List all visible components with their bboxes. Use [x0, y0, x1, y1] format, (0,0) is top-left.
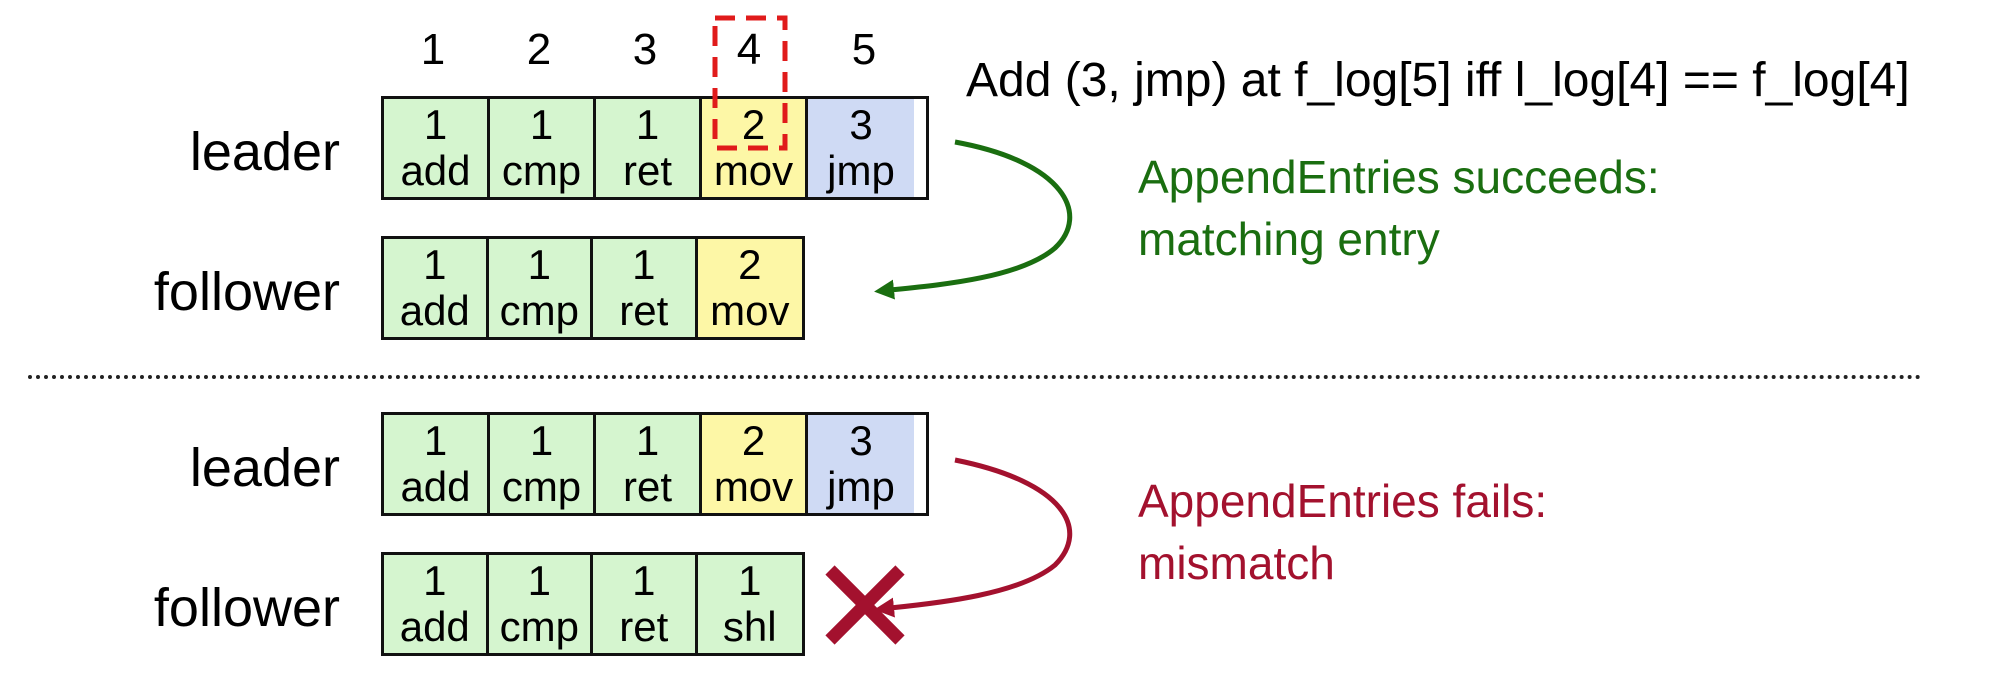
follower-label-bottom: follower: [153, 578, 340, 638]
entry-command: ret: [622, 147, 672, 194]
entry-command: jmp: [827, 463, 895, 510]
entry-command: mov: [713, 463, 794, 510]
entry-term: 1: [527, 557, 551, 604]
index-label-2: 2: [526, 25, 552, 74]
entry-term: 1: [738, 557, 762, 604]
index-4-highlight-box: [712, 15, 788, 151]
follower-label-top: follower: [153, 262, 340, 322]
entry-term: 1: [529, 417, 554, 464]
fail-caption-line1: AppendEntries fails:: [1138, 475, 1548, 527]
success-caption-line1: AppendEntries succeeds:: [1138, 151, 1660, 203]
scenario-divider: [28, 375, 1922, 379]
entry-term: 1: [527, 241, 551, 288]
entry-command: mov: [710, 287, 790, 334]
entry-command: mov: [713, 147, 794, 194]
entry-command: cmp: [501, 147, 582, 194]
entry-term: 1: [635, 417, 660, 464]
entry-command: cmp: [499, 287, 579, 334]
entry-term: 1: [423, 417, 448, 464]
x-mark-icon: [825, 565, 905, 645]
entry-command: ret: [619, 603, 669, 650]
entry-term: 3: [849, 417, 873, 464]
success-caption-line2: matching entry: [1138, 213, 1440, 265]
entry-command: ret: [622, 463, 672, 510]
index-label-5: 5: [851, 25, 877, 74]
append-condition: Add (3, jmp) at f_log[5] iff l_log[4] ==…: [966, 54, 1910, 107]
leader-label-top: leader: [189, 122, 340, 182]
fail-caption-line2: mismatch: [1138, 537, 1335, 589]
entry-term: 1: [632, 557, 656, 604]
entry-command: add: [399, 287, 470, 334]
index-label-3: 3: [632, 25, 658, 74]
entry-term: 2: [741, 101, 766, 148]
entry-term: 1: [635, 101, 660, 148]
index-label-1: 1: [420, 25, 446, 74]
entry-term: 1: [423, 557, 447, 604]
index-label-4: 4: [736, 25, 762, 74]
leader-label-bottom: leader: [189, 438, 340, 498]
entry-term: 1: [423, 241, 447, 288]
entry-command: add: [400, 147, 471, 194]
entry-command: jmp: [827, 147, 895, 194]
success-caption: AppendEntries succeeds: matching entry: [1138, 146, 1660, 270]
fail-caption: AppendEntries fails: mismatch: [1138, 470, 1547, 594]
entry-command: ret: [619, 287, 669, 334]
entry-term: 2: [741, 417, 766, 464]
entry-term: 2: [738, 241, 762, 288]
entry-term: 1: [423, 101, 448, 148]
fail-arrow: [874, 457, 1073, 618]
entry-command: add: [399, 603, 470, 650]
entry-command: shl: [722, 603, 777, 650]
entry-command: cmp: [499, 603, 579, 650]
entry-command: add: [400, 463, 471, 510]
entry-term: 1: [632, 241, 656, 288]
entry-command: cmp: [501, 463, 582, 510]
success-arrow: [874, 139, 1073, 300]
entry-term: 1: [529, 101, 554, 148]
entry-term: 3: [849, 101, 873, 148]
